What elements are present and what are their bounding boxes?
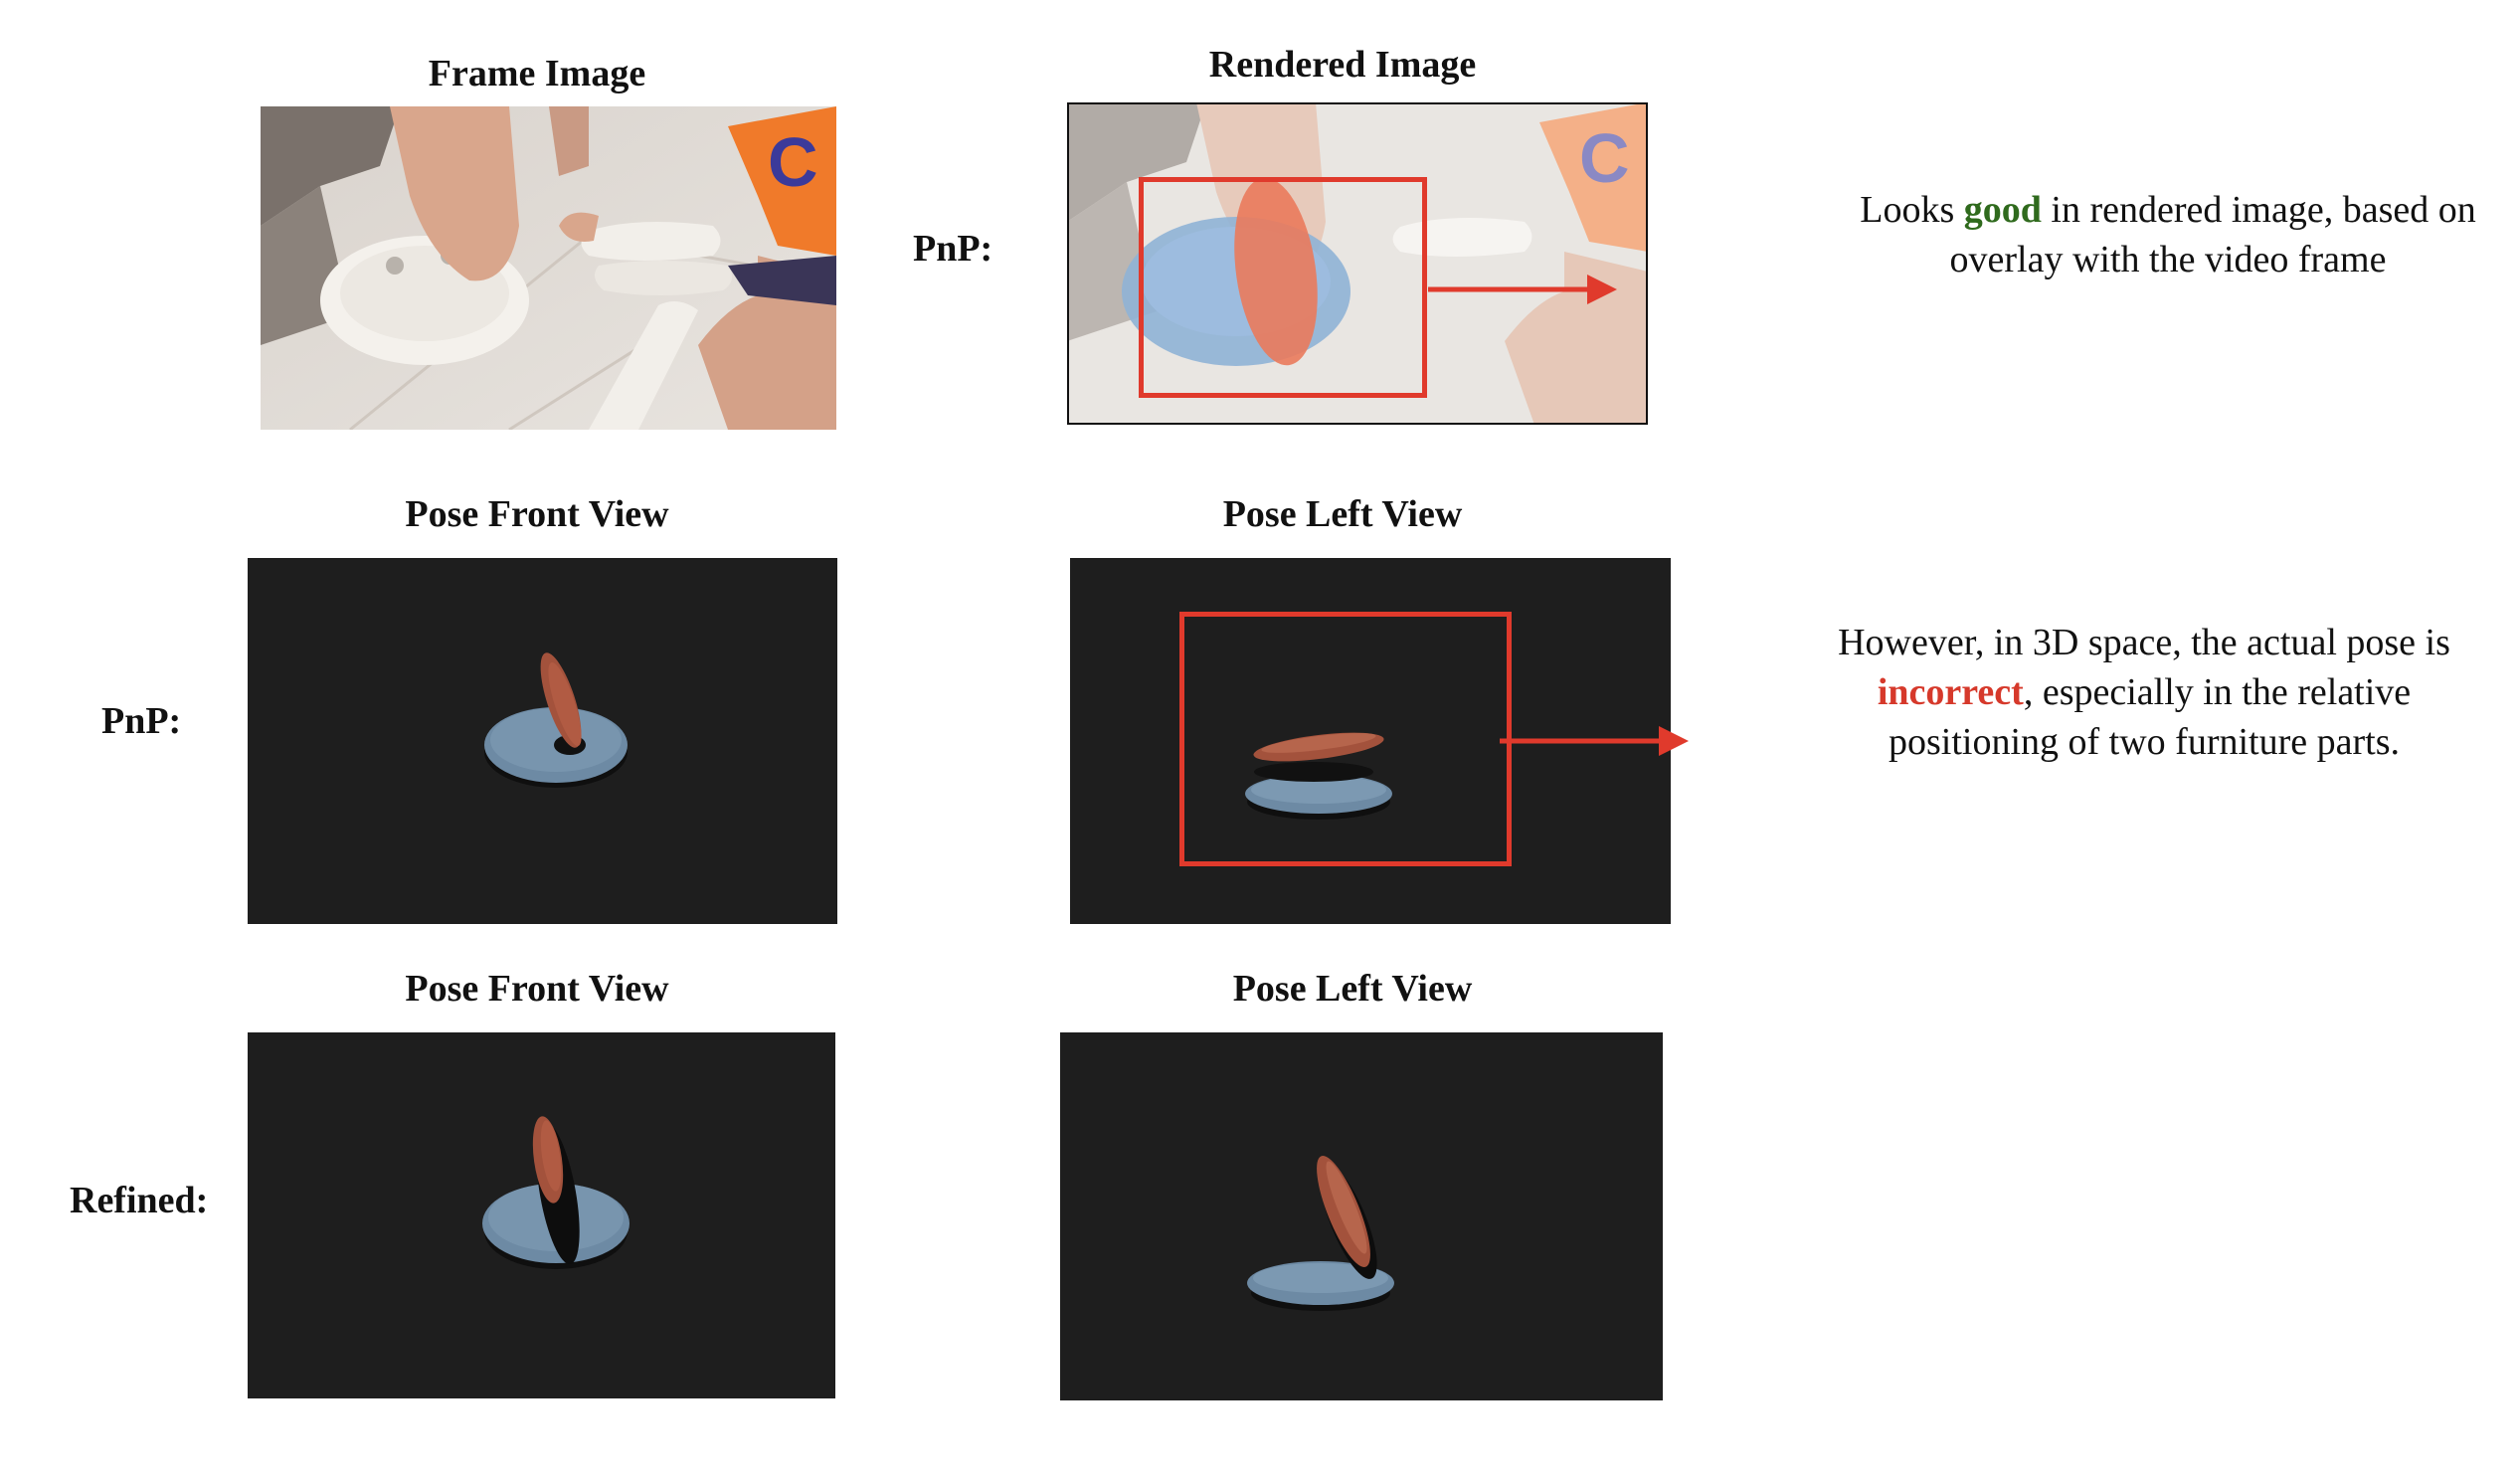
note-mid-post: , especially in the relative positioning… [1889,671,2412,763]
pnp-front-view [248,558,837,924]
note-mid-pre: However, in 3D space, the actual pose is [1838,622,2450,663]
arrow-to-top-note [1428,275,1617,304]
puzzle-letter: C [768,123,818,201]
pnp-left-render [1245,732,1392,820]
frame-image-title: Frame Image [428,53,646,94]
row-label-pnp-top: PnP: [913,228,993,270]
left-view-highlight-box [1179,612,1512,866]
frame-image: C [261,106,836,430]
note-top-post: in rendered image, based on overlay with… [1949,189,2476,280]
refined-front-view-title: Pose Front View [405,968,669,1010]
rendered-overlay-illustration: C [1067,102,1648,425]
rendered-image: C [1067,102,1648,425]
note-incorrect-pose: However, in 3D space, the actual pose is… [1796,618,2492,767]
note-top-good: good [1963,189,2042,231]
row-label-pnp-mid: PnP: [101,700,182,742]
refined-front-view [248,1032,835,1398]
refined-front-render [482,1116,630,1269]
refined-left-render [1247,1156,1394,1311]
refined-left-view [1060,1032,1663,1400]
refined-left-view-title: Pose Left View [1232,968,1473,1010]
pnp-left-view-title: Pose Left View [1222,493,1463,535]
arrow-to-mid-note [1500,726,1689,756]
frame-photo-illustration: C [261,106,836,430]
rendered-highlight-box [1139,177,1427,398]
note-good-overlay: Looks good in rendered image, based on o… [1820,185,2516,284]
rendered-puzzle-letter: C [1579,119,1630,197]
pnp-front-view-title: Pose Front View [405,493,669,535]
row-label-refined: Refined: [70,1180,209,1221]
note-mid-incorrect: incorrect [1877,671,2024,713]
pnp-front-render [484,652,628,788]
rendered-image-title: Rendered Image [1208,44,1477,86]
note-top-pre: Looks [1860,189,1964,231]
